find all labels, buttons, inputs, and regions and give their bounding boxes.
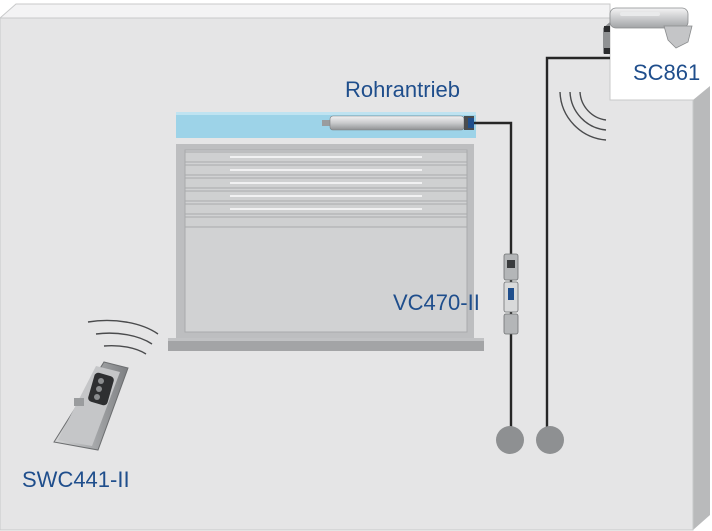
remote-label: SWC441-II xyxy=(22,467,130,492)
tube-motor-icon xyxy=(322,115,474,131)
plug-right xyxy=(536,426,564,454)
roller-shutter xyxy=(168,144,484,351)
switch-label: VC470-II xyxy=(393,290,480,315)
receiver-signal-waves xyxy=(559,91,607,141)
cable-end-plugs xyxy=(496,426,564,454)
motor-label: Rohrantrieb xyxy=(345,77,460,102)
handheld-remote-icon xyxy=(53,361,129,451)
plug-left xyxy=(496,426,524,454)
remote-signal-waves xyxy=(87,319,159,355)
receiver-label: SC861 xyxy=(633,60,701,85)
inline-switch-icon xyxy=(503,253,519,335)
wireless-receiver-icon xyxy=(603,7,693,54)
